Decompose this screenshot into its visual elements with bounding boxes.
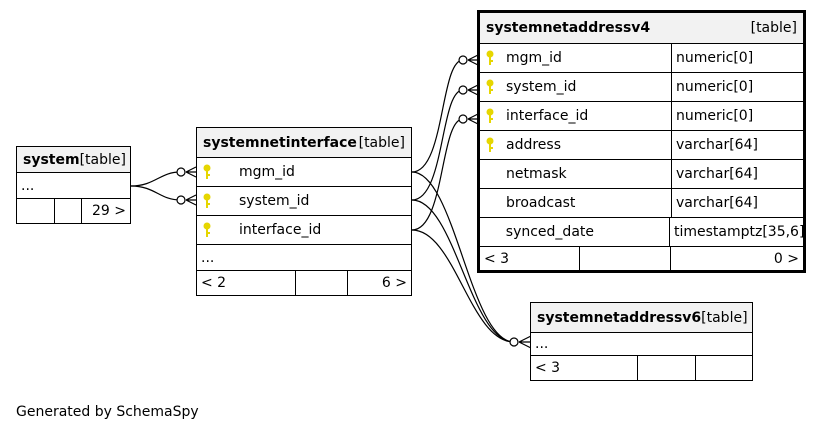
column-type: timestamptz[35,6] xyxy=(673,224,803,240)
table-kind: [table] xyxy=(701,309,748,326)
optional-marker xyxy=(509,337,519,347)
optional-marker xyxy=(176,167,186,177)
footer-children-count[interactable]: 29 > xyxy=(92,203,126,219)
table-footer: < 3 xyxy=(531,356,752,380)
more-columns-row: ... xyxy=(17,173,130,199)
table-name: system xyxy=(23,151,80,168)
table-header: systemnetinterface [table] xyxy=(197,128,411,158)
more-columns-ellipsis: ... xyxy=(535,336,549,352)
column-name: address xyxy=(500,131,672,159)
key-icon xyxy=(197,216,217,244)
key-icon xyxy=(480,131,500,159)
column-type: varchar[64] xyxy=(676,166,758,182)
edge-sni-to-v4-mgm xyxy=(411,59,464,173)
footer-parents-count[interactable]: < 2 xyxy=(197,271,296,295)
column-name: system_id xyxy=(239,193,310,209)
optional-marker xyxy=(176,195,186,205)
edge-sni-to-v4-interface xyxy=(411,118,464,231)
key-spacer xyxy=(480,218,500,246)
table-systemnetaddressv6[interactable]: systemnetaddressv6 [table] ... < 3 xyxy=(530,302,753,381)
optional-marker xyxy=(458,85,468,95)
footer-cell xyxy=(696,356,752,380)
footer-cell xyxy=(580,247,671,270)
column-name: mgm_id xyxy=(239,164,295,180)
crowfoot-v6 xyxy=(518,335,532,349)
optional-marker xyxy=(458,55,468,65)
column-name: broadcast xyxy=(500,189,672,217)
column-row[interactable]: mgm_id xyxy=(197,158,411,187)
column-name: synced_date xyxy=(500,218,670,246)
table-kind: [table] xyxy=(750,20,797,36)
column-name: system_id xyxy=(500,73,672,101)
key-icon xyxy=(197,187,217,215)
table-header: systemnetaddressv4 [table] xyxy=(480,13,803,44)
edge-system-to-systemnetinterface-system xyxy=(130,185,181,201)
table-system[interactable]: system [table] ... 29 > xyxy=(16,146,131,224)
more-columns-ellipsis: ... xyxy=(21,177,35,194)
table-name: systemnetinterface xyxy=(203,134,357,151)
column-type: numeric[0] xyxy=(676,108,754,124)
footer-children-count[interactable]: 6 > xyxy=(381,275,407,291)
column-type: numeric[0] xyxy=(676,50,754,66)
crowfoot-v4-system xyxy=(467,84,479,96)
footer-cell xyxy=(638,356,696,380)
table-name: systemnetaddressv6 xyxy=(537,309,702,326)
key-icon xyxy=(480,102,500,130)
edge-sni-to-v6-b xyxy=(411,199,515,343)
edge-sni-to-v6-a xyxy=(411,171,515,343)
table-header: systemnetaddressv6 [table] xyxy=(531,303,752,333)
footer-cell xyxy=(55,199,82,223)
table-kind: [table] xyxy=(79,151,126,168)
crowfoot-sni-mgm xyxy=(185,166,197,178)
footer-cell xyxy=(296,271,348,295)
more-columns-ellipsis: ... xyxy=(201,249,215,266)
column-row[interactable]: system_id xyxy=(197,187,411,216)
table-header: system [table] xyxy=(17,147,130,173)
footer-children-count[interactable]: 0 > xyxy=(773,250,799,267)
footer-parents-count[interactable]: < 3 xyxy=(531,356,638,380)
generated-by-caption: Generated by SchemaSpy xyxy=(16,404,199,420)
more-columns-row: ... xyxy=(531,333,752,356)
edge-sni-to-v4-system xyxy=(411,89,464,201)
key-spacer xyxy=(480,189,500,217)
column-name: interface_id xyxy=(239,222,322,238)
crowfoot-v4-interface xyxy=(467,113,479,125)
key-spacer xyxy=(480,160,500,188)
edge-system-to-systemnetinterface-mgm xyxy=(130,171,181,187)
optional-marker xyxy=(458,114,468,124)
table-footer: < 3 0 > xyxy=(480,247,803,270)
table-footer: < 2 6 > xyxy=(197,271,411,295)
table-systemnetinterface[interactable]: systemnetinterface [table] mgm_id system… xyxy=(196,127,412,296)
column-name: netmask xyxy=(500,160,672,188)
column-name: mgm_id xyxy=(500,44,672,72)
table-kind: [table] xyxy=(358,134,405,151)
column-type: numeric[0] xyxy=(676,79,754,95)
crowfoot-v4-mgm xyxy=(467,54,479,66)
column-row[interactable]: interface_id xyxy=(197,216,411,245)
key-icon xyxy=(480,44,500,72)
footer-cell xyxy=(17,199,55,223)
edge-sni-to-v6-c xyxy=(411,229,515,343)
crowfoot-sni-system xyxy=(185,194,197,206)
footer-parents-count[interactable]: < 3 xyxy=(480,247,580,270)
key-icon xyxy=(480,73,500,101)
column-type: varchar[64] xyxy=(676,195,758,211)
column-type: varchar[64] xyxy=(676,137,758,153)
more-columns-row: ... xyxy=(197,245,411,271)
column-name: interface_id xyxy=(500,102,672,130)
table-name: systemnetaddressv4 xyxy=(486,20,651,36)
table-footer: 29 > xyxy=(17,199,130,223)
key-icon xyxy=(197,158,217,186)
